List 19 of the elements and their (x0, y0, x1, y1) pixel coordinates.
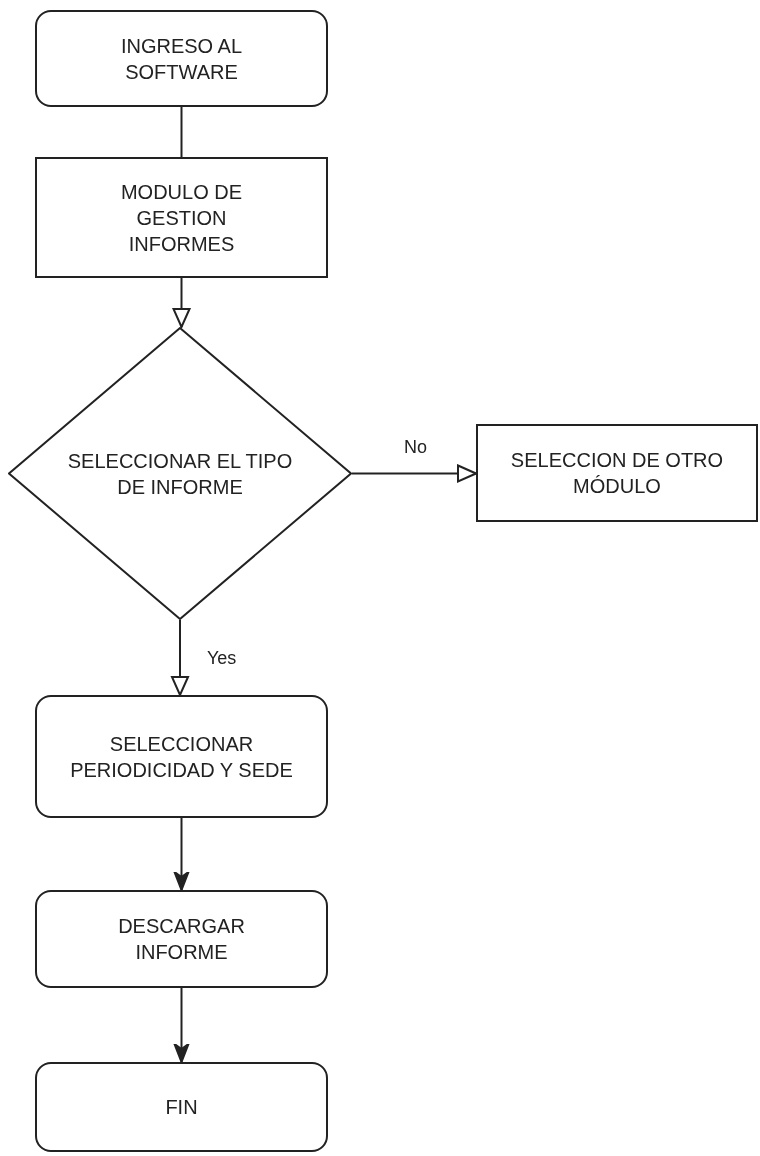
arrow (171, 619, 189, 696)
rounded-process-box (35, 890, 328, 988)
arrow (351, 464, 477, 483)
process-box (35, 157, 328, 278)
rounded-process-box (35, 695, 328, 818)
arrow (173, 987, 190, 1063)
node-label: SELECCION DE OTRO MÓDULO (509, 448, 725, 499)
rounded-process-box (35, 10, 328, 107)
node-label: INGRESO AL SOFTWARE (119, 33, 244, 85)
decision-diamond (8, 327, 352, 620)
arrow (172, 277, 191, 328)
rounded-process-box (35, 1062, 328, 1152)
node-label: DESCARGAR INFORME (117, 914, 246, 965)
node-label: SELECCIONAR PERIODICIDAD Y SEDE (69, 731, 294, 783)
node-label: FIN (165, 1095, 198, 1120)
node-label: SELECCIONAR EL TIPO DE INFORME (66, 448, 294, 500)
node-label: MODULO DE GESTION INFORMES (119, 179, 244, 257)
arrow (173, 817, 190, 891)
process-box (476, 424, 758, 522)
